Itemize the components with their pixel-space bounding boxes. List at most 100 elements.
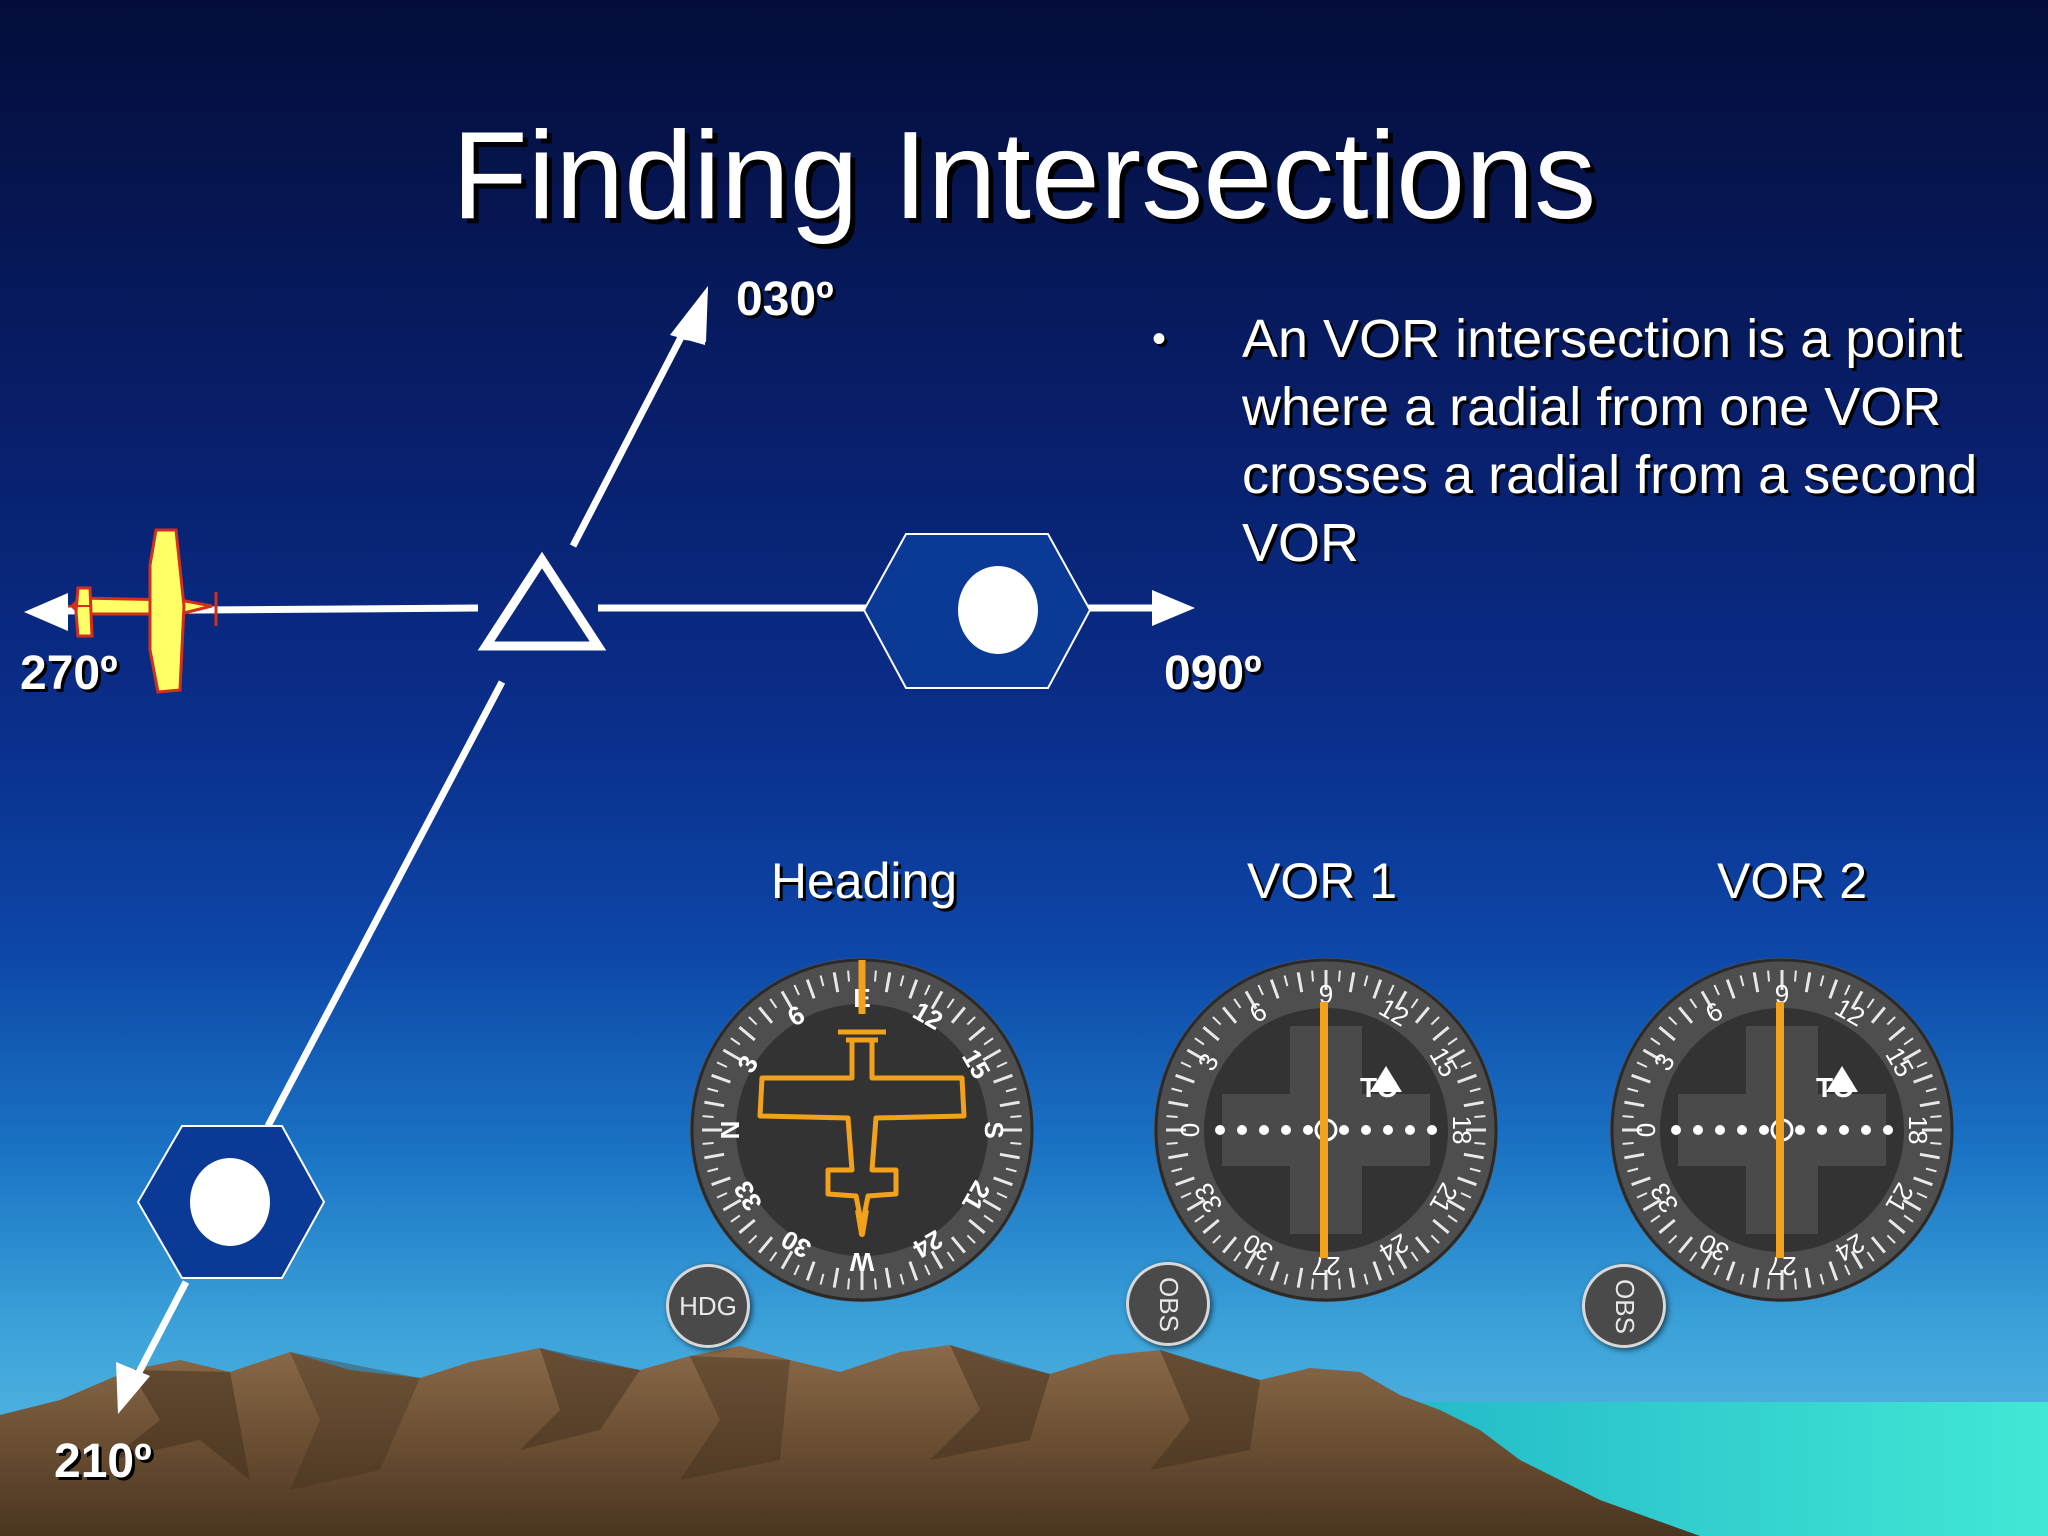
compass-tick [1166, 1115, 1178, 1118]
compass-tick [1180, 1061, 1192, 1068]
vor-2-to-flag: TO [1816, 1072, 1855, 1103]
compass-tick [1180, 1192, 1192, 1199]
vor-1-cdi-dots [1215, 1125, 1437, 1135]
compass-tick [874, 1278, 877, 1290]
compass-tick [1844, 984, 1851, 996]
compass-tick [1804, 972, 1812, 993]
compass-tick [1888, 1218, 1906, 1234]
compass-tick [1457, 1073, 1477, 1084]
compass-tick [1212, 1234, 1222, 1244]
compass-tick [1725, 1261, 1736, 1281]
compass-tick [1363, 1273, 1369, 1285]
compass-tick [1474, 1142, 1486, 1145]
compass-tick [1913, 1176, 1933, 1187]
compass-tick [983, 1214, 994, 1223]
compass-tick [968, 1026, 986, 1042]
compass-tick [1432, 1026, 1450, 1042]
compass-tick [1447, 1037, 1458, 1046]
compass-tick [1828, 1261, 1839, 1281]
compass-tick [1925, 1087, 1937, 1093]
compass-tick [1414, 1006, 1430, 1024]
compass-tick [1658, 1218, 1676, 1234]
vor-1-ticks [1166, 970, 1486, 1290]
arrow-270 [24, 593, 68, 631]
compass-tick [1194, 1037, 1205, 1046]
compass-tick [1186, 1198, 1206, 1212]
vor-2-obs-knob[interactable]: OBS [1582, 1264, 1666, 1348]
mountains [0, 1345, 1700, 1536]
compass-tick [780, 990, 794, 1010]
heading-indicator: N36E1215S2124W3033 [690, 958, 1034, 1302]
vor-1-obs-knob[interactable]: OBS [1126, 1262, 1210, 1346]
compass-tick [847, 970, 850, 982]
compass-tick [1474, 1115, 1486, 1118]
compass-label: 0 [1175, 1123, 1205, 1137]
compass-tick [1902, 1198, 1922, 1212]
compass-tick [1233, 998, 1242, 1009]
hdg-knob[interactable]: HDG [666, 1264, 750, 1348]
vor-2-ticks [1622, 970, 1942, 1290]
compass-tick [1767, 970, 1770, 982]
compass-tick [1794, 1278, 1797, 1290]
compass-tick [1212, 1016, 1222, 1026]
vor-station-1-icon [862, 533, 1092, 689]
compass-label: 9 [1319, 979, 1333, 1009]
radial-from-vor2-line [264, 680, 506, 1128]
compass-tick [780, 1250, 794, 1270]
compass-tick [1870, 1236, 1886, 1254]
compass-tick [1850, 1250, 1864, 1270]
vor-1-label: VOR 1 [1246, 853, 1398, 909]
compass-tick [1888, 1026, 1906, 1042]
compass-tick [1348, 972, 1356, 993]
compass-tick [924, 1264, 931, 1276]
compass-tick [702, 1142, 714, 1145]
compass-tick [1269, 1261, 1280, 1281]
compass-tick [1388, 1264, 1395, 1276]
compass-tick [1624, 1152, 1645, 1160]
compass-tick [1828, 979, 1839, 999]
compass-tick [716, 1192, 728, 1199]
compass-tick [1631, 1176, 1651, 1187]
compass-tick [711, 1073, 731, 1084]
compass-tick [1296, 1267, 1304, 1288]
compass-tick [950, 1236, 966, 1254]
compass-tick [1913, 1073, 1933, 1084]
compass-tick [738, 1026, 756, 1042]
compass-tick [702, 1115, 714, 1118]
compass-tick [1394, 1250, 1408, 1270]
compass-tick [1631, 1073, 1651, 1084]
compass-tick [1870, 1006, 1886, 1024]
compass-tick [716, 1061, 728, 1068]
compass-label: 18 [1447, 1116, 1477, 1145]
compass-label: W [849, 1247, 874, 1277]
compass-tick [1186, 1048, 1206, 1062]
bullet-icon: • [1152, 317, 1167, 361]
compass-tick [993, 1176, 1013, 1187]
compass-tick [1689, 1251, 1698, 1262]
compass-tick [946, 1251, 955, 1262]
compass-tick [1175, 1176, 1195, 1187]
compass-tick [1700, 1250, 1714, 1270]
compass-tick [908, 979, 919, 999]
compass-tick [1624, 1100, 1645, 1108]
compass-tick [1700, 990, 1714, 1010]
hdg-knob-label: HDG [679, 1290, 737, 1321]
compass-tick [1713, 1264, 1720, 1276]
heading-label: Heading [770, 853, 958, 909]
compass-tick [1283, 975, 1289, 987]
compass-tick [968, 1218, 986, 1234]
compass-tick [1446, 1048, 1466, 1062]
compass-tick [1175, 1073, 1195, 1084]
compass-tick [1725, 979, 1736, 999]
compass-tick [1902, 1048, 1922, 1062]
compass-tick [1463, 1152, 1484, 1160]
compass-tick [1446, 1198, 1466, 1212]
compass-tick [1668, 1234, 1678, 1244]
compass-tick [1194, 1214, 1205, 1223]
compass-tick [769, 998, 778, 1009]
compass-tick [793, 984, 800, 996]
compass-tick [1469, 1167, 1481, 1173]
compass-tick [1010, 1142, 1022, 1145]
compass-tick [1005, 1167, 1017, 1173]
compass-tick [832, 972, 840, 993]
